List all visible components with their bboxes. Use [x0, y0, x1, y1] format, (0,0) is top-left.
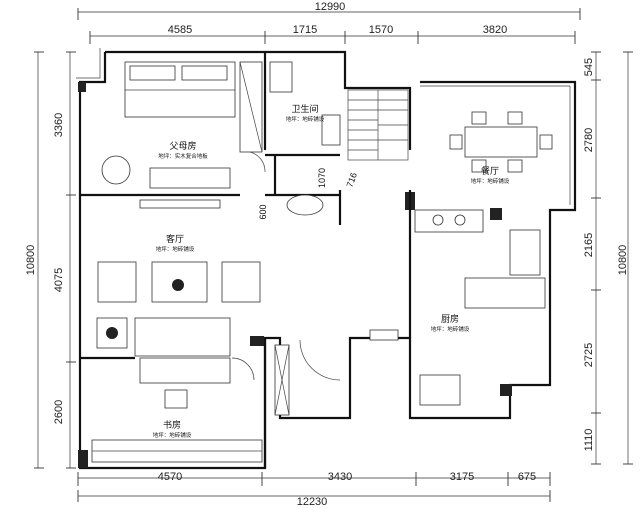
sink-counter [509, 229, 541, 276]
floor-finish: 地坪：地砖铺设 [471, 177, 510, 185]
pillow [181, 65, 228, 81]
room-name: 客厅 [166, 233, 184, 245]
bottom-dimension-segment: 675 [518, 471, 536, 483]
desk [139, 357, 231, 384]
left-dimension-segment: 4075 [53, 268, 65, 292]
right-dimension-segment: 2725 [583, 343, 595, 367]
top-dimension-segment: 1715 [293, 24, 317, 36]
bottom-dimension-segment: 4570 [158, 471, 182, 483]
tv-cabinet [149, 167, 231, 189]
floor-finish: 地坪：地砖铺设 [431, 325, 470, 333]
wall-column [500, 384, 512, 396]
sofa [134, 317, 231, 357]
top-dimension-segment: 4585 [168, 24, 192, 36]
wall-column [490, 208, 502, 220]
top-dimension-chain: 12990 4585 1715 1570 3820 [77, 1, 581, 44]
dining-area: 餐厅 地坪：地砖铺设 [449, 111, 553, 185]
parents-room-furniture: 父母房 地坪：实木复合地板 [101, 61, 266, 189]
kitchen-fixtures: 厨房 地坪：地砖铺设 [414, 209, 546, 406]
left-dimension-segment: 3360 [53, 113, 65, 137]
right-dimension-segment: 2165 [583, 233, 595, 257]
refrigerator [419, 374, 461, 406]
bathroom-fixtures: 卫生间 地坪：地砖铺设 1070 600 [258, 61, 341, 220]
island-counter [464, 277, 546, 309]
dining-chair [449, 134, 463, 150]
left-dimension-segment: 2600 [53, 400, 65, 424]
right-total-dimension: 10800 [617, 245, 629, 276]
lounge-chair [101, 155, 131, 185]
entry-hall [274, 329, 399, 416]
washbasin [286, 194, 324, 216]
top-dimension-segment: 3820 [483, 24, 507, 36]
entry-bench [369, 329, 399, 341]
bottom-total-dimension: 12230 [297, 496, 328, 508]
right-dimension-chain: 545 2780 2165 2725 1110 10800 [583, 51, 633, 465]
left-dimension-chain: 10800 3360 4075 2600 [25, 51, 76, 469]
floor-finish: 地坪：地砖铺设 [153, 431, 192, 439]
floor-finish: 地坪：地砖铺设 [156, 245, 195, 253]
right-dimension-segment: 545 [583, 58, 595, 76]
door-opening-dimension: 600 [258, 204, 268, 219]
counter-top [414, 209, 484, 233]
dining-chair [507, 111, 523, 125]
toilet [321, 114, 341, 146]
armchair [221, 261, 261, 303]
right-dimension-segment: 1110 [583, 429, 595, 452]
floor-finish: 地坪：实木复合地板 [158, 152, 208, 160]
dining-chair [471, 111, 487, 125]
staircase: 716 [344, 89, 409, 189]
shower [269, 61, 293, 93]
pillow [129, 65, 176, 81]
study-furniture: 书房 地坪：地砖铺设 [91, 357, 263, 463]
bottom-dimension-segment: 3175 [450, 471, 474, 483]
living-room-furniture: 客厅 地坪：地砖铺设 [96, 199, 261, 357]
stair-dimension: 716 [344, 171, 359, 189]
top-dimension-segment: 1570 [369, 24, 393, 36]
room-name: 卫生间 [291, 103, 318, 115]
right-dimension-segment: 2780 [583, 128, 595, 152]
bathroom-width-dimension: 1070 [317, 168, 327, 188]
rug-pattern [172, 279, 184, 291]
room-name: 厨房 [441, 313, 459, 325]
stove-burner [432, 214, 444, 226]
room-name: 书房 [163, 419, 181, 431]
tv-console [139, 199, 221, 209]
dining-chair [507, 159, 523, 173]
armchair [97, 261, 137, 303]
desk-chair [164, 389, 188, 409]
bottom-dimension-chain: 4570 3430 3175 675 12230 [77, 471, 551, 508]
floor-finish: 地坪：地砖铺设 [286, 115, 325, 123]
wall-column [250, 336, 264, 346]
interior-walls [80, 52, 412, 468]
dining-chair [539, 134, 553, 150]
stove-burner [454, 214, 466, 226]
wall-column [78, 82, 86, 92]
room-name: 父母房 [169, 140, 196, 152]
dining-chair [471, 159, 487, 173]
dining-table [464, 126, 538, 158]
side-table-lamp [106, 327, 118, 339]
wall-column [78, 450, 88, 468]
room-name: 餐厅 [481, 165, 499, 177]
bottom-dimension-segment: 3430 [328, 471, 352, 483]
top-total-dimension: 12990 [315, 1, 346, 13]
left-total-dimension: 10800 [25, 245, 37, 276]
